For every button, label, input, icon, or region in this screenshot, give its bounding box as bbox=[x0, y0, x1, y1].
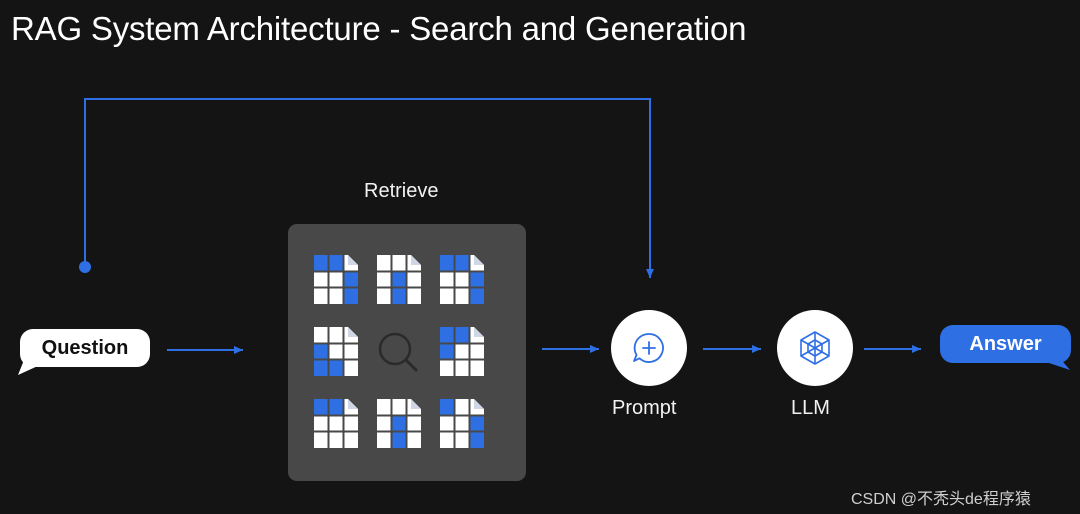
document-icon bbox=[440, 399, 484, 448]
question-to-prompt-bypass-arrow bbox=[79, 98, 654, 278]
chat-plus-icon bbox=[633, 333, 664, 363]
document-icon bbox=[314, 255, 358, 304]
prompt-node bbox=[611, 310, 687, 386]
document-icon bbox=[314, 327, 358, 376]
watermark: CSDN @不秃头de程序猿 bbox=[851, 491, 1031, 508]
document-icon bbox=[314, 399, 358, 448]
bypass-start-dot bbox=[79, 261, 91, 273]
question-label: Question bbox=[41, 336, 129, 359]
document-icon bbox=[377, 255, 421, 304]
document-icon bbox=[440, 255, 484, 304]
document-icon bbox=[377, 399, 421, 448]
llm-node bbox=[777, 310, 853, 386]
retrieve-documents-grid bbox=[314, 255, 484, 448]
hexagon-cube-icon bbox=[800, 331, 830, 365]
retrieve-panel bbox=[288, 224, 526, 481]
answer-label: Answer bbox=[969, 332, 1042, 355]
document-icon bbox=[440, 327, 484, 376]
search-icon bbox=[378, 332, 418, 372]
prompt-label: Prompt bbox=[612, 397, 677, 419]
retrieve-label: Retrieve bbox=[364, 180, 439, 202]
question-bubble: Question bbox=[20, 329, 150, 367]
answer-bubble: Answer bbox=[940, 325, 1071, 363]
llm-label: LLM bbox=[791, 397, 830, 419]
diagram-title: RAG System Architecture - Search and Gen… bbox=[11, 10, 747, 47]
